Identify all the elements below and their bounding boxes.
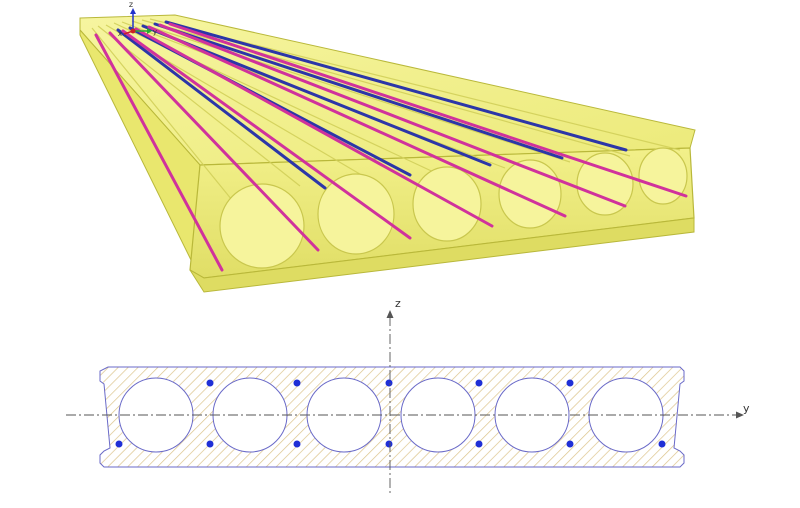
tendon-lower (134, 27, 494, 228)
bar-upper (566, 379, 574, 387)
tendon-lower (108, 31, 320, 252)
tendon-lower (168, 22, 688, 198)
section-axes (66, 316, 738, 495)
bar-lower (385, 440, 393, 448)
tendon-upper (164, 20, 628, 152)
bar-lower (293, 440, 301, 448)
bar-lower (206, 440, 214, 448)
tendon-upper (116, 28, 327, 190)
core-opening (638, 147, 688, 205)
triad-z-label: z (129, 0, 133, 9)
end-face-cores (219, 147, 688, 269)
z-axis-label: z (395, 297, 401, 310)
bar-lower (115, 440, 123, 448)
bar-lower (475, 440, 483, 448)
bar-upper (385, 379, 393, 387)
bar-lower (658, 440, 666, 448)
tendon-lower (121, 29, 412, 240)
tendon-lower (147, 25, 567, 218)
tendon-lower (158, 23, 627, 208)
bar-lower (566, 440, 574, 448)
section-bars (115, 379, 666, 448)
core-opening (576, 152, 634, 216)
slab-3d-view: z x y (79, 0, 696, 293)
tendon-upper (153, 22, 564, 160)
bar-upper (206, 379, 214, 387)
bar-upper (475, 379, 483, 387)
upper-tendons (116, 20, 628, 190)
core-opening (412, 166, 482, 242)
slab-bottom-edge (189, 217, 695, 293)
coordinate-triad: z x y (118, 0, 157, 38)
lower-tendons (94, 22, 688, 272)
triad-x-label: x (118, 30, 122, 38)
z-axis-arrow (386, 310, 394, 318)
y-axis-label: y (743, 402, 750, 415)
y-axis-arrow (736, 411, 744, 419)
bar-upper (293, 379, 301, 387)
core-opening (498, 159, 562, 229)
core-opening (219, 183, 305, 269)
triad-y-label: y (153, 28, 157, 36)
tendon-lower (94, 33, 224, 272)
core-opening (317, 173, 395, 255)
cross-section-view: z y (66, 297, 750, 495)
